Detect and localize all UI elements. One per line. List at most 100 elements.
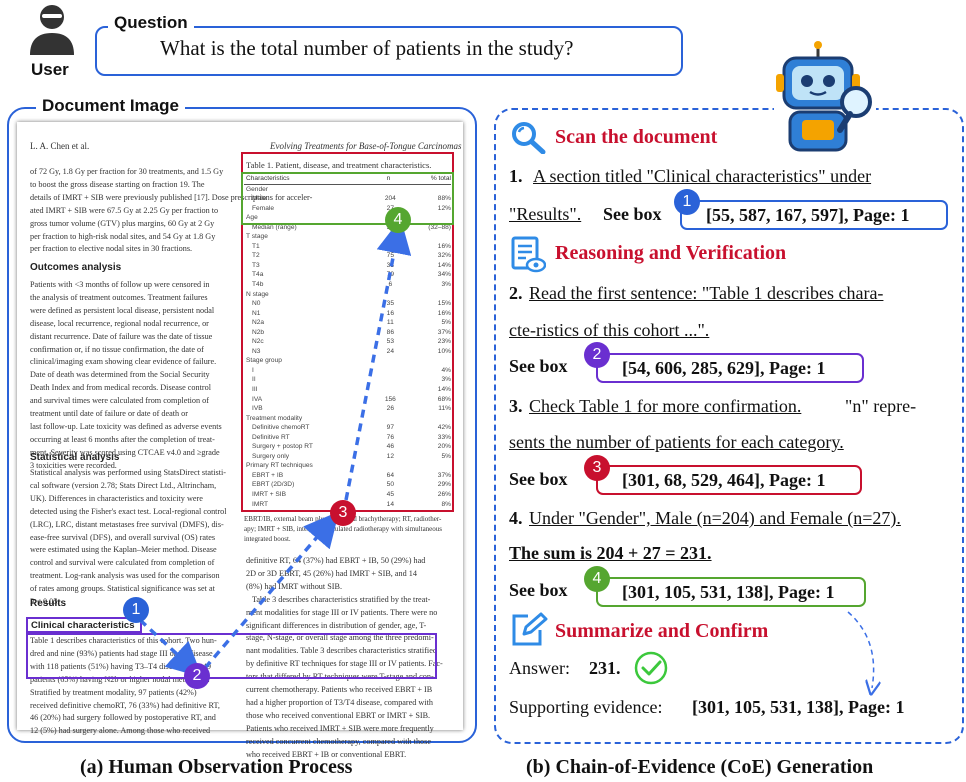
table-cell-label: N2b (252, 328, 265, 336)
reasoning-title: Reasoning and Verification (555, 242, 787, 264)
table-cell-n: 14 (386, 500, 394, 508)
table-cell-label: Primary RT techniques (246, 462, 313, 470)
table-cell-label: Stage group (246, 357, 282, 365)
table-cell-label: IMRT (252, 500, 268, 508)
doc-badge-4: 4 (385, 207, 411, 233)
outcomes-heading: Outcomes analysis (30, 262, 122, 273)
answer-value: 231. (589, 658, 621, 678)
table-cell-label: EBRT (2D/3D) (252, 481, 295, 489)
table-cell-pct: 88% (437, 195, 451, 203)
table-cell-label: EBRT + IB (252, 471, 284, 479)
table-cell-pct: 26% (437, 491, 451, 498)
table-row: Male 204 88% (244, 194, 451, 204)
table-cell-label: Definitive RT (252, 433, 290, 441)
coe-badge-2: 2 (584, 342, 610, 368)
table-row: II 3% (244, 375, 451, 385)
table-title: Table 1. Patient, disease, and treatment… (246, 160, 432, 170)
step3-text: Check Table 1 for more confirmation. (529, 396, 802, 416)
table-cell-pct: 16% (437, 309, 451, 317)
table-col-char: Characteristics (246, 175, 290, 182)
table-cell-label: Median (range) (252, 223, 297, 231)
table-cell-label: N0 (252, 300, 261, 308)
table-cell-pct: 33% (437, 433, 451, 441)
table-cell-label: Gender (246, 185, 268, 193)
table-cell-label: I (252, 366, 254, 374)
table-cell-label: III (252, 385, 258, 393)
coe-frame (494, 108, 964, 744)
table-cell-pct: 32% (437, 252, 451, 260)
table-cell-pct: 15% (437, 300, 451, 308)
table-cell-pct: 3% (441, 376, 451, 384)
table-cell-label: II (252, 376, 256, 384)
results-heading: Results (30, 598, 67, 609)
table-cell-label: T stage (246, 233, 268, 241)
doc-badge-2: 2 (184, 663, 210, 689)
step4-see-box: See box (509, 580, 568, 600)
table-cell-pct: 34% (437, 271, 451, 279)
table-cell-pct: 3% (441, 280, 451, 288)
summary-title: Summarize and Confirm (555, 620, 769, 642)
table-cell-pct: 20% (437, 443, 451, 451)
table-cell-pct: 5% (441, 452, 451, 460)
step4-num: 4. (509, 508, 523, 528)
answer-label: Answer: (509, 658, 570, 678)
doc-badge-3: 3 (330, 500, 356, 526)
coe-badge-3: 3 (584, 455, 610, 481)
question-box (95, 26, 683, 76)
clinical-text: Table 1 describes characteristics of thi… (30, 636, 220, 736)
table-row: Treatment modality (244, 414, 451, 424)
step1-num: 1. (509, 166, 523, 186)
table-cell-pct: 4% (441, 366, 451, 374)
coe-badge-1: 1 (674, 189, 700, 215)
evidence-box-4: [301, 105, 531, 138], Page: 1 (596, 577, 866, 607)
table-row: T stage (244, 232, 451, 242)
statistical-text: Statistical analysis was performed using… (30, 468, 227, 607)
outcomes-text: Patients with <3 months of follow up wer… (30, 280, 222, 470)
table-cell-label: Definitive chemoRT (252, 424, 310, 432)
highlight-gender-rows (241, 172, 454, 225)
step2-see-box: See box (509, 356, 568, 376)
table-cell-pct: 8% (441, 500, 451, 508)
edit-icon (510, 612, 548, 648)
table-cell-pct: 10% (437, 347, 451, 355)
question-label: Question (108, 13, 194, 33)
evidence-label: Supporting evidence: (509, 697, 663, 717)
evidence-box-1: [55, 587, 167, 597], Page: 1 (680, 200, 948, 230)
table-cell-pct: 42% (437, 424, 451, 432)
magnifier-icon (510, 120, 548, 155)
table-cell-label: N2c (252, 338, 264, 346)
table-row: Gender (244, 185, 451, 195)
step2-text: Read the first sentence: "Table 1 descri… (529, 283, 884, 303)
step4-text: Under "Gender", Male (n=204) and Female … (529, 508, 901, 528)
table-cell-pct: 29% (437, 481, 451, 489)
step1-text2: "Results". (509, 204, 582, 224)
scan-title: Scan the document (555, 126, 718, 148)
highlight-first-sentence (26, 633, 437, 679)
table-row: IMRT 14 8% (244, 500, 451, 510)
evidence-box-3: [301, 68, 529, 464], Page: 1 (596, 465, 862, 495)
table-row: I 4% (244, 366, 451, 376)
table-cell-pct: (32–88) (428, 223, 451, 231)
doc-badge-1: 1 (123, 597, 149, 623)
question-text: What is the total number of patients in … (160, 36, 574, 60)
table-cell-label: IVA (252, 395, 263, 403)
table-row: Stage group (244, 356, 451, 366)
table-cell-label: Male (252, 195, 267, 203)
step2-text2: cte-ristics of this cohort ...". (509, 320, 710, 340)
col1-intro: of 72 Gy, 1.8 Gy per fraction for 30 tre… (30, 167, 313, 254)
table-cell-pct: 5% (441, 319, 451, 327)
table-cell-label: Surgery + postop RT (252, 443, 313, 451)
caption-right: (b) Chain-of-Evidence (CoE) Generation (526, 756, 874, 778)
table-cell-n: 204 (384, 195, 396, 203)
reasoning-doc-icon (510, 236, 547, 274)
caption-left: (a) Human Observation Process (80, 756, 353, 778)
clinical-heading: Clinical characteristics (31, 620, 135, 631)
table-col-pct: % total (430, 175, 451, 182)
table-col-n: n (386, 175, 391, 182)
table-cell-label: Female (252, 204, 274, 212)
table-cell-label: N3 (252, 347, 261, 355)
table-cell-label: N2a (252, 319, 265, 327)
step3-text-b: "n" repre- (845, 396, 917, 416)
step3-text2: sents the number of patients for each ca… (509, 432, 844, 452)
